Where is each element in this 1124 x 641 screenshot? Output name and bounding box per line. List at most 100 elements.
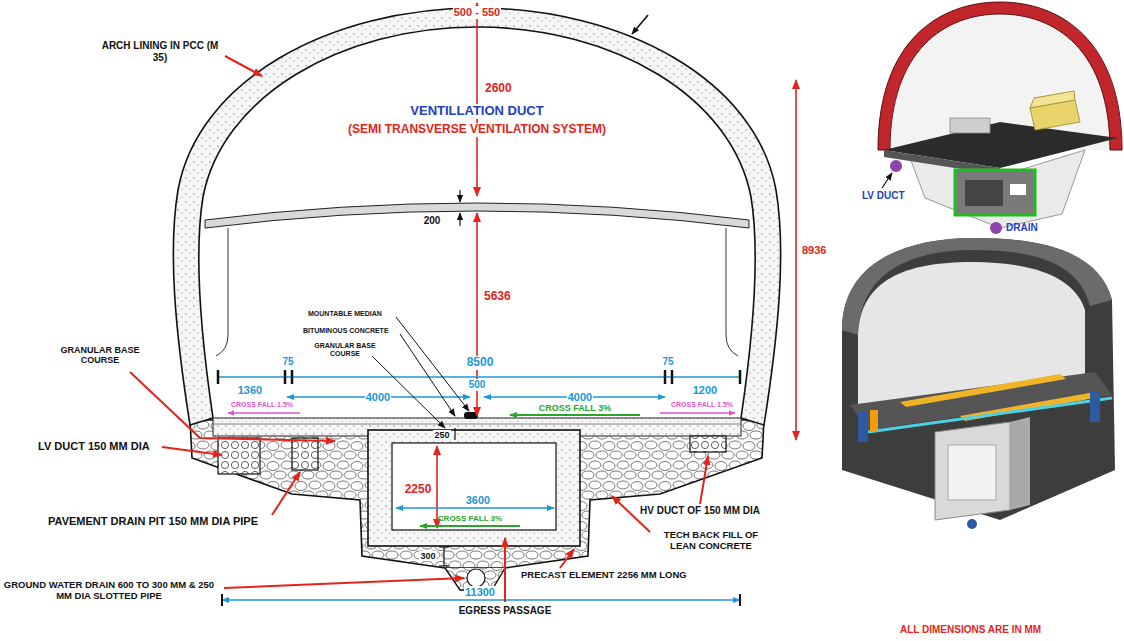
blue-dimensions (222, 599, 740, 601)
part-label: PRECAST ELEMENT 2256 MM LONG (520, 570, 688, 581)
part-label: BITUMINOUS CONCRETE (303, 327, 389, 335)
dimension-label: 75 (662, 356, 673, 368)
red-dimensions (795, 80, 797, 440)
dimension-label: 250 (433, 430, 450, 440)
small-dimensions (439, 565, 449, 566)
dimension-label: 8936 (801, 244, 827, 257)
pavement (690, 436, 726, 452)
pavement (292, 438, 318, 470)
dimension-label: 2600 (484, 82, 513, 96)
red-dimensions (476, 3, 478, 196)
small-dimensions (454, 428, 455, 440)
tunnel-3d-model (967, 519, 977, 529)
leader-lines (225, 56, 262, 76)
pointer-lines (632, 15, 648, 34)
tunnel-3d-cutaway (1010, 184, 1026, 195)
tunnel-3d-cutaway (955, 170, 1035, 215)
small-dimensions (459, 190, 460, 202)
red-dimensions (436, 446, 438, 528)
tunnel-3d-model (842, 238, 1115, 520)
dimension-label: 4000 (567, 391, 593, 404)
leader-lines (272, 472, 300, 515)
tunnel-3d-model (850, 372, 1112, 430)
part-label: ARCH LINING IN PCC (M 35) (98, 40, 223, 63)
part-label: GROUND WATER DRAIN 600 TO 300 MM & 250 M… (3, 580, 215, 602)
dimension-label: 4000 (365, 391, 391, 404)
part-label: HV DUCT OF 150 MM DIA (640, 505, 760, 517)
dimension-label: 1200 (693, 384, 717, 397)
blue-dimensions (218, 376, 740, 378)
blue-dimensions (671, 370, 674, 384)
part-label: EGRESS PASSAGE (459, 605, 552, 617)
cross-fall-arrows (660, 412, 735, 413)
dimension-label: 200 (424, 215, 441, 227)
part-label: TECH BACK FILL OF LEAN CONCRETE (652, 530, 770, 552)
blue-dimensions (217, 370, 220, 384)
leader-lines (560, 549, 574, 568)
part-label: MOUNTABLE MEDIAN (308, 310, 382, 318)
pavement (213, 424, 741, 425)
cross-fall-label: CROSS FALL 3% (539, 403, 611, 413)
tunnel-3d-model (1010, 417, 1030, 510)
dimension-label: 1360 (238, 384, 262, 397)
blue-dimensions (284, 370, 287, 384)
tunnel-3d-cutaway (882, 173, 892, 188)
dimension-label: 500 (468, 379, 487, 391)
part-label: VENTILLATION DUCT (409, 104, 544, 119)
tunnel-3d-cutaway (878, 2, 1122, 234)
note-label: ALL DIMENSIONS ARE IN MM (900, 624, 1041, 636)
tunnel-3d-model (1090, 392, 1100, 422)
tunnel-3d-cutaway (965, 180, 1003, 206)
tunnel-3d-cutaway (990, 222, 1002, 234)
part-label: LV DUCT 150 MM DIA (38, 440, 150, 453)
blue-dimensions (396, 507, 554, 509)
arch-lining (726, 228, 738, 356)
dimension-label: 5636 (483, 290, 512, 304)
blue-dimensions (664, 370, 667, 384)
egress-box (392, 443, 556, 530)
small-dimensions (459, 213, 460, 226)
pavement (218, 438, 260, 474)
red-dimensions (437, 3, 796, 528)
blue-dimensions (221, 594, 223, 606)
cross-fall-label: CROSS FALL 1.5% (671, 401, 733, 409)
lining-thickness: 500 - 550 (453, 6, 501, 19)
pavement (464, 412, 478, 419)
tunnel-3d-model (858, 412, 868, 442)
tunnel-3d-model (842, 238, 1115, 529)
part-note: (SEMI TRANSVERSE VENTILATION SYSTEM) (347, 123, 607, 137)
tunnel-3d-model (935, 422, 1010, 520)
leader-lines (162, 447, 222, 455)
tunnel-3d-model (948, 445, 996, 500)
leader-lines (130, 372, 335, 441)
blue-dimensions (739, 370, 742, 384)
small-dimensions (443, 547, 444, 566)
tunnel-3d-cutaway (1030, 91, 1075, 108)
dimension-label: 11300 (464, 586, 496, 599)
blue-dimensions (291, 370, 294, 384)
leader-lines (224, 578, 464, 588)
tunnel-3d-cutaway (950, 118, 990, 133)
cross-fall-label: CROSS FALL 1.5% (231, 401, 293, 409)
dimension-label: 8500 (466, 356, 495, 370)
part-label: LV DUCT (862, 190, 905, 202)
pointer-lines (372, 15, 648, 428)
blue-dimensions (218, 370, 740, 606)
dimension-label: 2250 (404, 483, 433, 497)
invert-backfill (190, 420, 764, 590)
dimension-label: 75 (282, 356, 293, 368)
small-dimensions (439, 546, 449, 547)
pointer-lines (400, 334, 455, 416)
cross-fall-label: CROSS FALL 3% (438, 514, 502, 523)
small-dimensions (439, 190, 460, 566)
arch-lining (216, 228, 228, 356)
leader-lines (700, 456, 708, 504)
tunnel-3d-cutaway (890, 160, 902, 172)
dimension-label: 300 (419, 551, 436, 561)
tunnel-3d-model (870, 410, 878, 432)
egress-box (368, 430, 580, 546)
part-label: DRAIN (1006, 222, 1038, 234)
